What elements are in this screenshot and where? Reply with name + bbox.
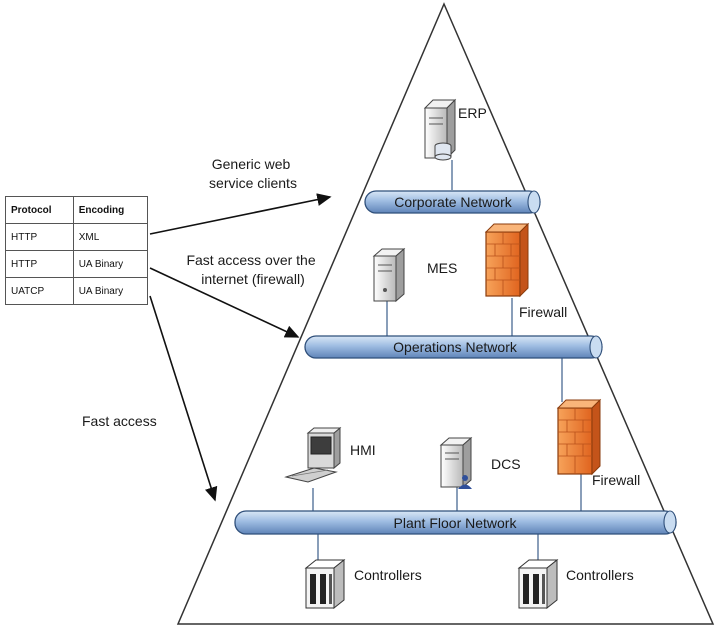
- dcs-server-icon: [439, 436, 473, 489]
- generic-web-line-2: service clients: [209, 175, 297, 191]
- plant-floor-network-pipe: Plant Floor Network: [234, 510, 677, 535]
- arrow-fast-access: [149, 295, 218, 502]
- table-header-row: Protocol Encoding: [5, 196, 149, 224]
- table-row: HTTP UA Binary: [5, 250, 149, 278]
- corporate-network-label: Corporate Network: [394, 194, 512, 210]
- firewall-bottom-icon: [556, 398, 602, 476]
- dcs-label: DCS: [491, 456, 521, 472]
- controllers-right-label: Controllers: [566, 567, 634, 583]
- operations-network-pipe: Operations Network: [304, 335, 603, 359]
- generic-web-label: Generic web service clients: [209, 156, 297, 191]
- protocol-cell: UATCP: [5, 277, 74, 305]
- operations-network-label: Operations Network: [393, 339, 518, 355]
- encoding-header: Encoding: [72, 196, 149, 224]
- firewall-top-icon: [484, 222, 530, 298]
- connector-lines: [312, 160, 582, 560]
- fast-internet-label: Fast access over the internet (firewall): [186, 252, 319, 287]
- erp-label: ERP: [458, 105, 487, 121]
- controllers-right-icon: [517, 558, 559, 610]
- arrow-generic-web: [149, 193, 332, 235]
- fast-internet-line-1: Fast access over the: [186, 252, 315, 268]
- plant-floor-network-label: Plant Floor Network: [394, 515, 518, 531]
- protocol-cell: HTTP: [5, 223, 74, 251]
- mes-server-icon: [372, 247, 406, 303]
- protocol-encoding-table: Protocol Encoding HTTP XML HTTP UA Binar…: [5, 196, 149, 305]
- protocol-header: Protocol: [5, 196, 74, 224]
- fast-access-label: Fast access: [82, 413, 157, 429]
- fast-internet-line-2: internet (firewall): [201, 271, 304, 287]
- controllers-left-icon: [304, 558, 346, 610]
- hmi-workstation-icon: [284, 426, 342, 483]
- table-row: HTTP XML: [5, 223, 149, 251]
- firewall-bottom-label: Firewall: [592, 472, 640, 488]
- table-row: UATCP UA Binary: [5, 277, 149, 305]
- controllers-left-label: Controllers: [354, 567, 422, 583]
- erp-server-icon: [423, 98, 457, 161]
- mes-label: MES: [427, 260, 457, 276]
- encoding-cell: XML: [72, 223, 149, 251]
- hmi-label: HMI: [350, 442, 376, 458]
- access-arrows: [149, 193, 332, 502]
- encoding-cell: UA Binary: [72, 250, 149, 278]
- encoding-cell: UA Binary: [72, 277, 149, 305]
- protocol-cell: HTTP: [5, 250, 74, 278]
- corporate-network-pipe: Corporate Network: [364, 190, 541, 214]
- generic-web-line-1: Generic web: [212, 156, 291, 172]
- firewall-top-label: Firewall: [519, 304, 567, 320]
- arrow-fast-internet: [149, 267, 300, 338]
